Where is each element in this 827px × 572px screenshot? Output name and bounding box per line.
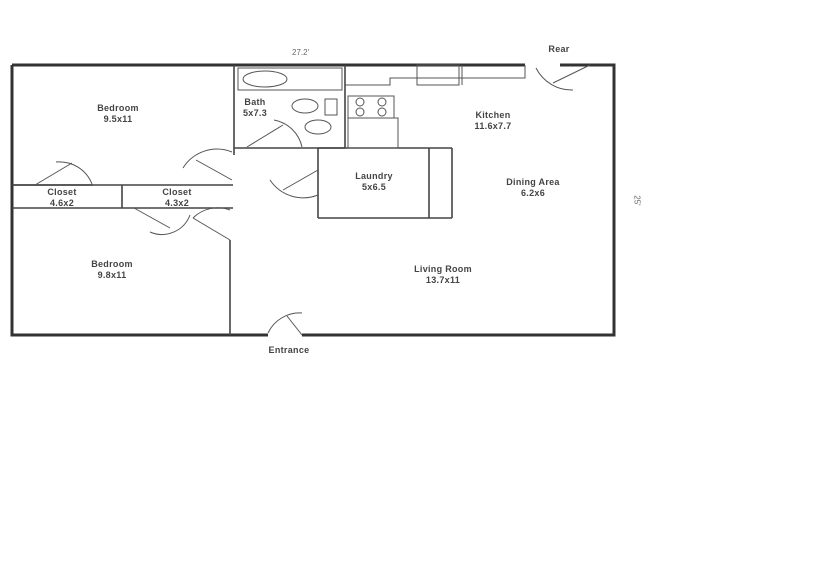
bathtub [237,67,343,91]
width-dimension: 27.2' [292,48,310,57]
rear-label: Rear [548,44,570,54]
kitchen-sink [416,64,460,86]
sink [291,98,319,114]
doors [34,64,591,336]
refrigerator [347,117,399,149]
interior-walls [12,65,453,335]
fixtures [237,64,526,149]
entrance-label: Entrance [268,345,310,355]
stove [347,95,395,119]
toilet [304,119,332,135]
depth-dimension: 25' [632,195,642,206]
